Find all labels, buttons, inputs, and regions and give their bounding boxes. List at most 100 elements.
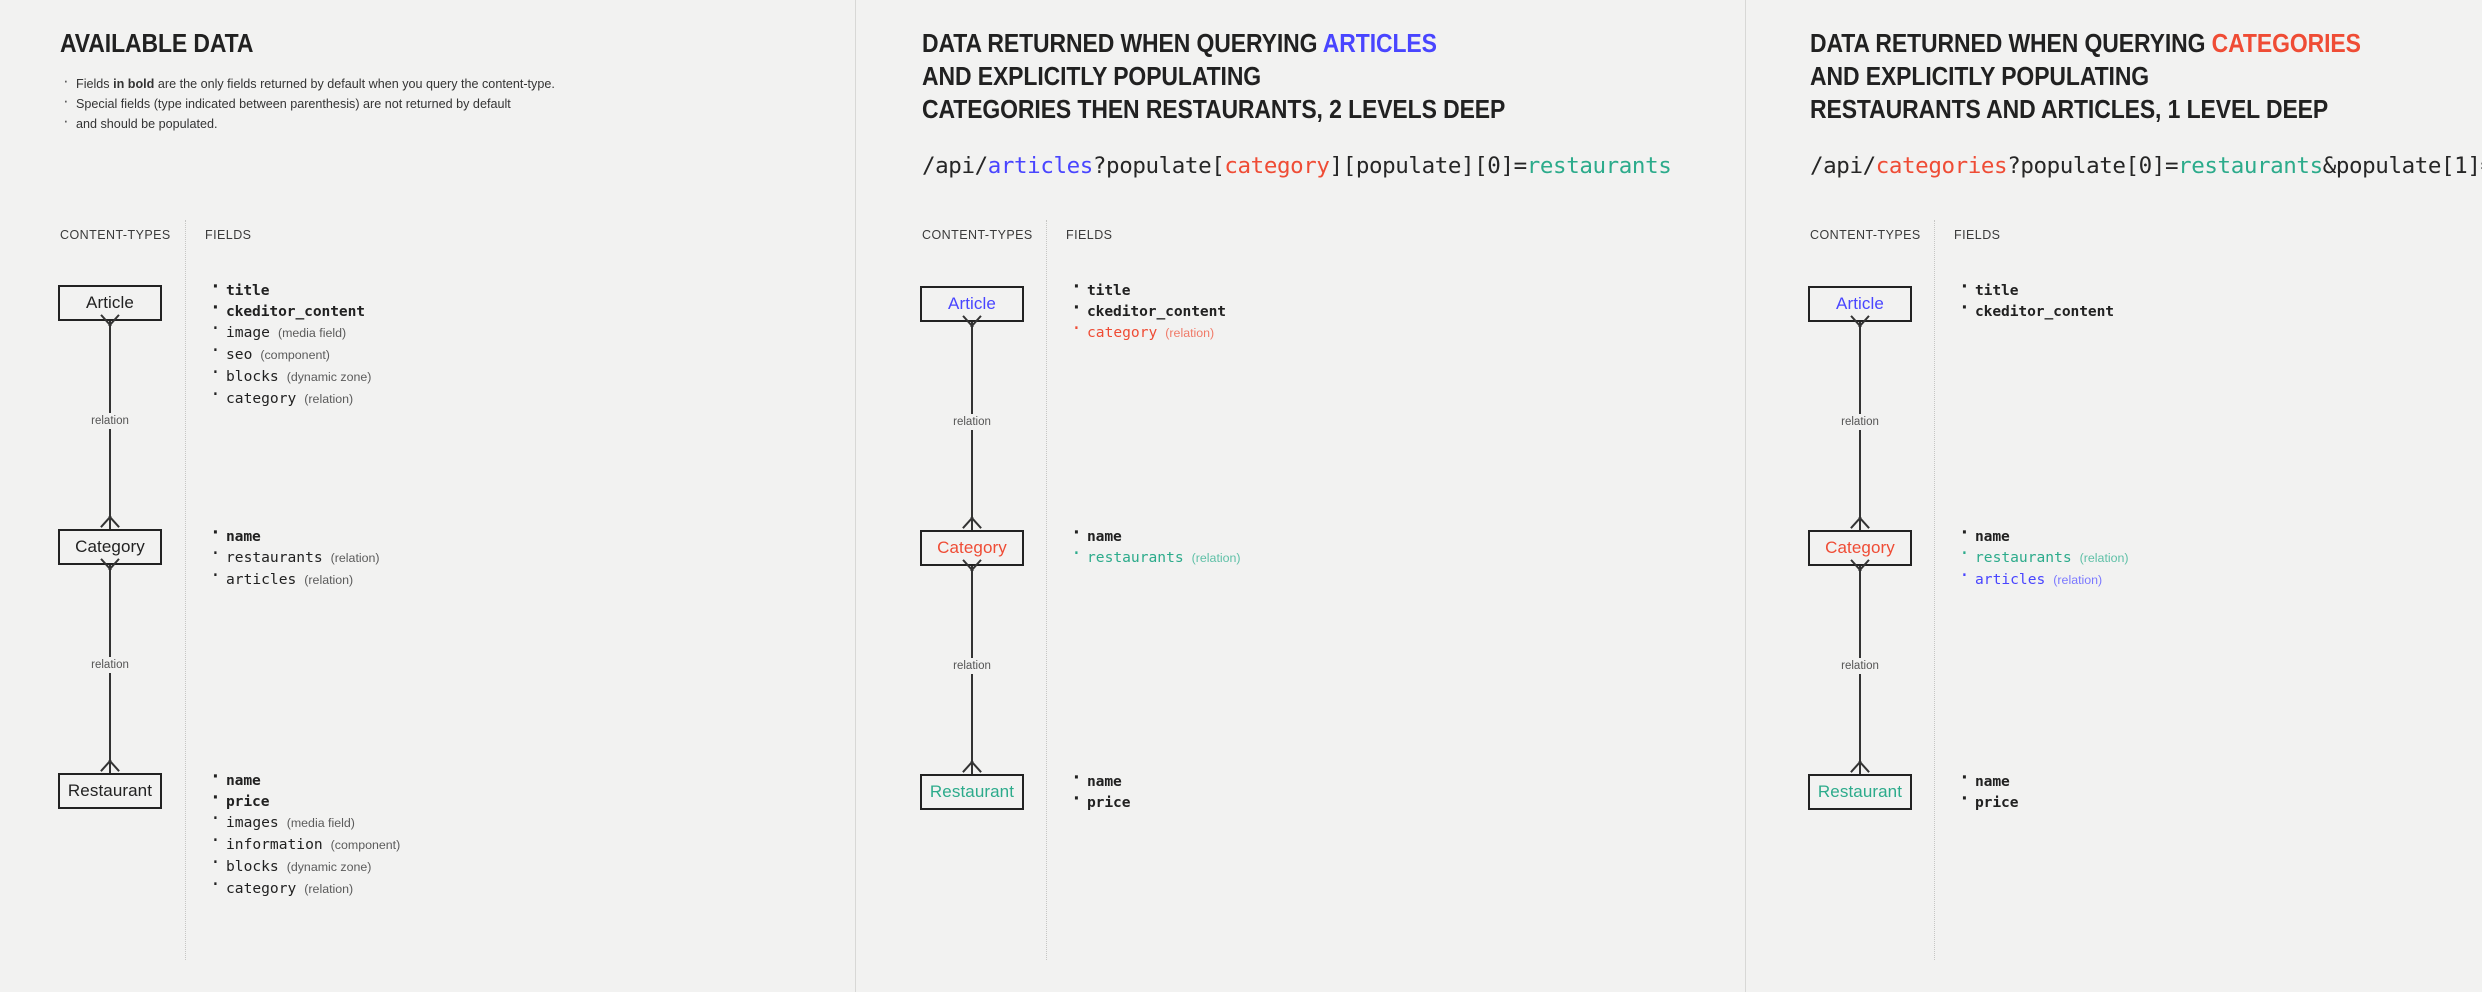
panel2-api-url: /api/articles?populate[category][populat…	[922, 153, 1735, 179]
content-type-box-article[interactable]: Article	[920, 286, 1024, 322]
content-type-label: Article	[948, 294, 996, 313]
panel3-headline-block: DATA RETURNED WHEN QUERYING CATEGORIES A…	[1810, 28, 2482, 179]
field-name: restaurants	[1975, 549, 2072, 566]
field-row: name	[1954, 522, 2482, 547]
relation-label: relation	[908, 414, 1036, 430]
arrowhead-down-icon	[961, 754, 983, 776]
panel3-content-types-header: CONTENT-TYPES	[1810, 228, 1921, 242]
panel2-divider	[1046, 220, 1047, 960]
field-row: title	[1954, 276, 2482, 301]
field-name: title	[226, 282, 270, 299]
content-type-box-restaurant[interactable]: Restaurant	[58, 773, 162, 809]
field-row: title	[1066, 276, 1626, 301]
url-part: ?populate[	[1092, 153, 1225, 179]
content-type-box-article[interactable]: Article	[1808, 286, 1912, 322]
panel3-title-line1: DATA RETURNED WHEN QUERYING CATEGORIES	[1810, 28, 2406, 61]
field-type: (dynamic zone)	[286, 860, 372, 874]
panel3-title-line2: AND EXPLICITLY POPULATING	[1810, 63, 2150, 91]
field-row: name	[1954, 767, 2482, 792]
panel3-title-accent: CATEGORIES	[2211, 30, 2361, 58]
panel3-body: CONTENT-TYPES FIELDS Article relation Ca…	[1746, 220, 2482, 992]
field-row: restaurants (relation)	[205, 543, 765, 569]
field-type: (relation)	[2079, 551, 2129, 565]
note-item: Special fields (type indicated between p…	[60, 92, 676, 113]
field-name: name	[1975, 773, 2010, 790]
field-name: restaurants	[226, 549, 323, 566]
relation-connector-article-category: relation	[1796, 322, 1924, 530]
panel-available-data: AVAILABLE DATA Fields in bold are the on…	[0, 0, 855, 992]
field-row: restaurants (relation)	[1954, 543, 2482, 569]
field-row: images(media field)	[205, 808, 765, 834]
content-type-label: Restaurant	[1817, 782, 1903, 801]
url-part: /api/	[922, 153, 988, 179]
field-type: (component)	[330, 838, 401, 852]
content-type-box-restaurant[interactable]: Restaurant	[920, 774, 1024, 810]
field-name: price	[226, 793, 270, 810]
url-part: ?populate[0]=	[2007, 153, 2179, 179]
field-name: articles	[1975, 571, 2046, 588]
url-part-category: category	[1224, 153, 1330, 179]
field-type: (relation)	[1165, 326, 1215, 340]
note-text: and should be populated.	[76, 117, 218, 131]
content-type-box-article[interactable]: Article	[58, 285, 162, 321]
panel2-title-pre: DATA RETURNED WHEN QUERYING	[922, 30, 1323, 58]
field-row: name	[1066, 767, 1626, 792]
panel-query-articles: DATA RETURNED WHEN QUERYING ARTICLES AND…	[855, 0, 1745, 992]
field-row: name	[205, 522, 765, 547]
field-group-article: title ckeditor_content category(relation…	[1066, 276, 1626, 344]
field-group-category: name restaurants(relation)	[1066, 522, 1626, 569]
field-name: ckeditor_content	[226, 303, 365, 320]
content-type-box-category[interactable]: Category	[920, 530, 1024, 566]
arrowhead-up-icon	[99, 319, 121, 341]
field-type: (relation)	[330, 551, 380, 565]
field-row: price	[205, 787, 765, 812]
field-group-category: name restaurants (relation) articles (rela…	[1954, 522, 2482, 591]
url-part: ][populate][0]=	[1329, 153, 1528, 179]
field-type: (relation)	[304, 882, 354, 896]
note-bold: in bold	[113, 77, 155, 91]
panel3-title-line3: RESTAURANTS AND ARTICLES, 1 LEVEL DEEP	[1810, 96, 2329, 124]
field-group-restaurant: name price images(media field) informati…	[205, 766, 765, 900]
note-item-continuation: and should be populated.	[60, 112, 676, 133]
relation-connector-article-category: relation	[46, 319, 174, 531]
panel2-content-types-header: CONTENT-TYPES	[922, 228, 1033, 242]
field-row: price	[1066, 788, 1626, 813]
field-name: name	[1975, 528, 2010, 545]
content-type-box-category[interactable]: Category	[1808, 530, 1912, 566]
field-type: (relation)	[1191, 551, 1241, 565]
field-group-restaurant: name price	[1954, 767, 2482, 813]
content-type-label: Restaurant	[67, 781, 153, 800]
panel1-title: AVAILABLE DATA	[60, 30, 254, 58]
relation-connector-category-restaurant: relation	[46, 565, 174, 775]
panel1-notes: Fields in bold are the only fields retur…	[60, 72, 845, 133]
field-type: (dynamic zone)	[286, 370, 372, 384]
content-type-box-category[interactable]: Category	[58, 529, 162, 565]
field-name: seo	[226, 346, 253, 363]
content-type-label: Restaurant	[929, 782, 1015, 801]
field-name: blocks	[226, 368, 279, 385]
url-part: /api/	[1810, 153, 1876, 179]
field-row: title	[205, 276, 765, 301]
field-name: price	[1087, 794, 1131, 811]
note-item: Fields in bold are the only fields retur…	[60, 72, 676, 93]
field-name: name	[226, 772, 261, 789]
arrowhead-down-icon	[99, 509, 121, 531]
field-name: articles	[226, 571, 297, 588]
field-group-category: name restaurants (relation) articles (rela…	[205, 522, 765, 591]
panel3-fields-header: FIELDS	[1954, 228, 2001, 242]
url-part: &populate[1]=	[2322, 153, 2482, 179]
relation-label: relation	[46, 413, 174, 429]
field-type: (media field)	[286, 816, 355, 830]
field-row: ckeditor_content	[1954, 297, 2482, 322]
field-name: image	[226, 324, 270, 341]
content-type-box-restaurant[interactable]: Restaurant	[1808, 774, 1912, 810]
panel-query-categories: DATA RETURNED WHEN QUERYING CATEGORIES A…	[1745, 0, 2482, 992]
panel3-api-url: /api/categories?populate[0]=restaurants&…	[1810, 153, 2482, 179]
field-row: price	[1954, 788, 2482, 813]
arrowhead-down-icon	[99, 753, 121, 775]
panel2-title-line2: AND EXPLICITLY POPULATING	[922, 63, 1262, 91]
content-type-label: Article	[86, 293, 134, 312]
relation-label: relation	[908, 658, 1036, 674]
field-group-article: title ckeditor_content	[1954, 276, 2482, 322]
relation-label: relation	[46, 657, 174, 673]
